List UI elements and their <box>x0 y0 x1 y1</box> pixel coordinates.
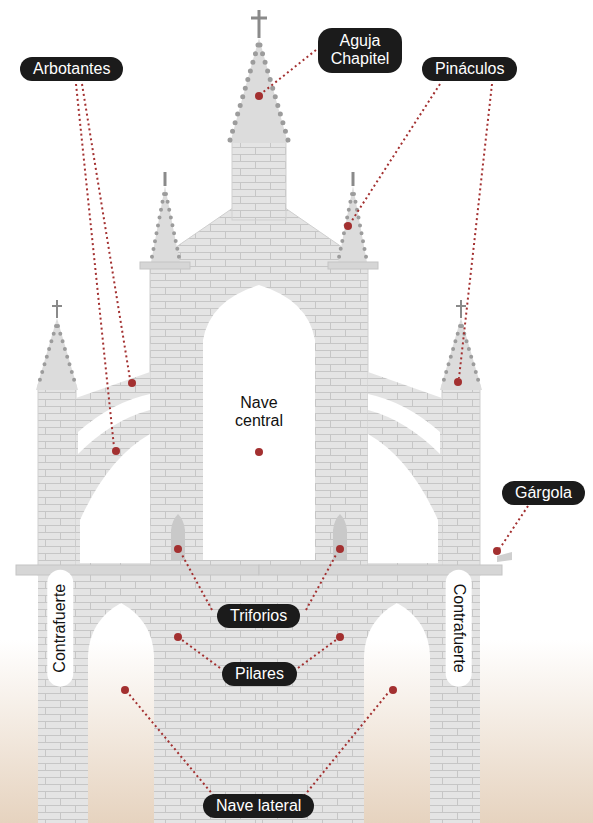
part-label: Pináculos <box>422 57 517 81</box>
triforium-window <box>171 514 185 560</box>
side-aisle-arch <box>88 603 154 823</box>
arch-opening <box>80 434 150 563</box>
part-label: Contrafuerte <box>445 570 471 687</box>
part-label: Nave lateral <box>203 794 314 818</box>
spire <box>230 38 288 143</box>
part-label: Pilares <box>222 662 297 686</box>
pinnacle <box>150 186 181 268</box>
cross <box>251 10 267 38</box>
part-label: Gárgola <box>502 481 585 505</box>
part-label: Nave central <box>223 390 295 435</box>
crockets <box>230 45 288 140</box>
part-label: Aguja Chapitel <box>318 28 402 73</box>
part-label: Triforios <box>217 604 300 628</box>
nave-arch <box>203 285 315 560</box>
part-label: Contrafuerte <box>47 570 73 687</box>
leader-dots <box>112 92 501 694</box>
central-body <box>150 10 368 575</box>
part-label: Arbotantes <box>20 57 123 81</box>
leader-lines <box>76 50 528 796</box>
pinnacle <box>36 318 78 390</box>
